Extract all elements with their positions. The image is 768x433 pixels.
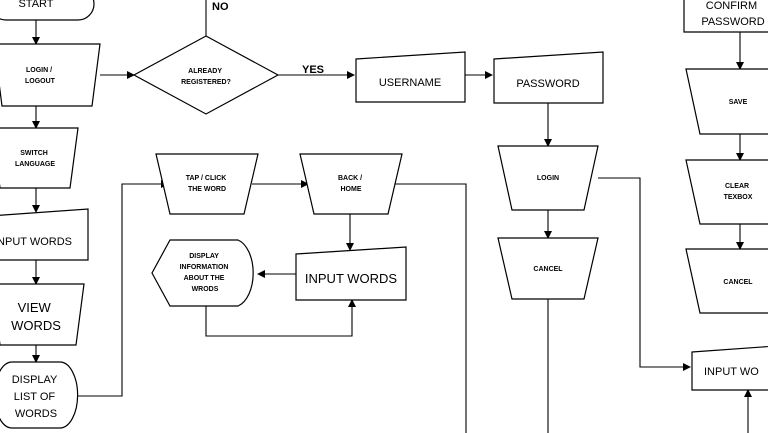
svg-text:VIEW WORDS: VIEW WORDS bbox=[11, 300, 61, 333]
node-switch-language: SWITCH LANGUAGE bbox=[0, 127, 79, 189]
node-login: LOGIN bbox=[497, 145, 599, 211]
node-start-label: START bbox=[18, 0, 53, 10]
node-display-info-line3: ABOUT THE bbox=[184, 275, 225, 282]
node-login-logout-line1: LOGIN / bbox=[26, 67, 52, 74]
node-input-words-left: INPUT WORDS bbox=[0, 208, 89, 261]
node-back-home-line2: HOME bbox=[341, 186, 362, 193]
node-input-words-right: INPUT WO bbox=[691, 345, 768, 391]
node-username-label: USERNAME bbox=[379, 77, 441, 89]
node-clear-textbox-line2: TEXBOX bbox=[724, 194, 753, 201]
node-display-list: DISPLAY LIST OF WORDS bbox=[0, 361, 79, 429]
node-tap-click: TAP / CLICK THE WORD bbox=[155, 153, 259, 215]
node-input-words-right-label: INPUT WO bbox=[704, 366, 759, 378]
svg-text:CONFIRM PASSWORD: CONFIRM PASSWORD bbox=[701, 0, 764, 28]
node-login-logout: LOGIN / LOGOUT bbox=[0, 43, 101, 107]
node-display-list-line1: DISPLAY bbox=[12, 374, 58, 386]
node-login-logout-line2: LOGOUT bbox=[25, 78, 56, 85]
edge-label-yes: YES bbox=[302, 64, 324, 76]
svg-text:DISPLAY LIST OF WO: DISPLAY LIST OF WORDS bbox=[12, 374, 61, 420]
node-tap-click-line2: THE WORD bbox=[188, 186, 226, 193]
edge-label-no: NO bbox=[212, 1, 229, 13]
node-display-info-line1: DISPLAY bbox=[189, 253, 219, 260]
edge-login-to-input-right bbox=[598, 177, 691, 371]
svg-text:TAP / CLICK THE WORD: TAP / CLICK THE WORD bbox=[186, 175, 229, 193]
node-switch-language-line2: LANGUAGE bbox=[15, 161, 55, 168]
edges bbox=[32, 0, 752, 433]
node-save-label: SAVE bbox=[729, 99, 748, 106]
node-login-label: LOGIN bbox=[537, 175, 559, 182]
node-cancel-mid: CANCEL bbox=[497, 237, 599, 300]
node-already-registered-line2: REGISTERED? bbox=[181, 79, 231, 86]
node-display-list-line2: LIST OF bbox=[14, 391, 56, 403]
node-tap-click-line1: TAP / CLICK bbox=[186, 175, 227, 182]
node-cancel-mid-label: CANCEL bbox=[533, 266, 563, 273]
node-save: SAVE bbox=[685, 68, 768, 135]
edge-display-list-to-tap bbox=[76, 180, 169, 397]
node-username: USERNAME bbox=[355, 51, 466, 103]
node-input-words-mid: INPUT WORDS bbox=[295, 246, 407, 301]
node-view-words: VIEW WORDS bbox=[0, 283, 85, 346]
node-cancel-right-label: CANCEL bbox=[723, 279, 753, 286]
node-clear-textbox: CLEAR TEXBOX bbox=[685, 159, 768, 225]
node-switch-language-line1: SWITCH bbox=[20, 150, 48, 157]
node-view-words-line1: VIEW bbox=[18, 300, 52, 315]
node-display-info: DISPLAY INFORMATION ABOUT THE WRODS bbox=[151, 239, 254, 307]
node-display-list-line3: WORDS bbox=[15, 408, 57, 420]
node-confirm-password-line2: PASSWORD bbox=[701, 16, 764, 28]
edge-display-info-to-input-mid bbox=[205, 299, 356, 337]
node-password-label: PASSWORD bbox=[516, 78, 579, 90]
node-input-words-mid-label: INPUT WORDS bbox=[305, 271, 398, 286]
svg-text:ALREADY REGISTERED?: ALREADY REGISTERED? bbox=[181, 68, 231, 86]
node-clear-textbox-line1: CLEAR bbox=[725, 183, 749, 190]
node-back-home-line1: BACK / bbox=[338, 175, 362, 182]
node-input-words-left-label: INPUT WORDS bbox=[0, 236, 72, 248]
node-already-registered: ALREADY REGISTERED? bbox=[132, 35, 280, 115]
svg-text:BACK / HOME: BACK / HOME bbox=[338, 175, 364, 193]
node-display-info-line2: INFORMATION bbox=[180, 264, 229, 271]
node-already-registered-line1: ALREADY bbox=[188, 68, 222, 75]
svg-text:SWITCH LANGUAGE: SWITCH LANGUAGE bbox=[15, 150, 55, 168]
svg-text:LOGIN / LOGOUT: LOGIN / LOGOUT bbox=[25, 67, 56, 85]
node-confirm-password: CONFIRM PASSWORD bbox=[683, 0, 768, 33]
node-view-words-line2: WORDS bbox=[11, 318, 61, 333]
svg-text:CLEAR TEXBOX: CLEAR TEXBOX bbox=[724, 183, 753, 201]
edge-back-down bbox=[394, 183, 467, 433]
svg-text:DISPLAY INFORMATION: DISPLAY INFORMATION ABOUT THE WRODS bbox=[180, 253, 231, 293]
node-cancel-right: CANCEL bbox=[685, 248, 768, 314]
node-display-info-line4: WRODS bbox=[192, 286, 219, 293]
node-start: START bbox=[0, 0, 95, 21]
node-back-home: BACK / HOME bbox=[299, 153, 403, 215]
node-password: PASSWORD bbox=[493, 51, 604, 104]
node-confirm-password-line1: CONFIRM bbox=[706, 0, 757, 12]
